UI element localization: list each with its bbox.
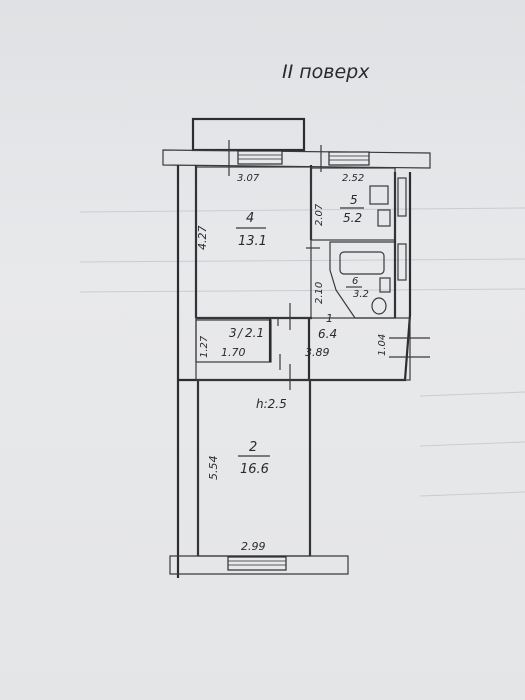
bottom-slab: [169, 555, 349, 575]
sink-kitchen: [377, 209, 391, 227]
dim-top-room5: 2.52: [342, 173, 364, 184]
outer-wall: [176, 165, 412, 578]
room-6-number: 6: [352, 276, 358, 287]
window-bottom: [227, 556, 287, 571]
dim-hall-w2: 3.89: [305, 346, 330, 359]
room-3-area: 2.1: [245, 326, 264, 340]
room-4-area: 13.1: [238, 234, 267, 249]
window-top-left: [237, 150, 283, 165]
room-5-number: 5: [350, 193, 358, 207]
room-5-outline: [310, 167, 396, 241]
wash-basin: [379, 277, 391, 293]
room-6-area: 3.2: [353, 289, 369, 300]
room-3-number: 3: [229, 326, 237, 340]
dim-room6-side: 2.10: [314, 282, 325, 304]
right-window-2: [397, 243, 407, 281]
floor-title: II поверх: [282, 61, 370, 83]
room-6-outline: [329, 241, 396, 319]
dim-left-room4: 4.27: [196, 226, 209, 251]
dim-top-room4: 3.07: [237, 173, 260, 184]
dim-hall-w1: 1.70: [221, 346, 246, 359]
window-top-right: [328, 151, 370, 166]
right-window-1: [397, 177, 407, 217]
room-1-number: 1: [326, 312, 333, 325]
dim-right-hall: 1.04: [377, 334, 388, 356]
dim-left-room2: 5.54: [207, 456, 220, 481]
room-1-area: 6.4: [318, 327, 337, 341]
balcony: [191, 117, 306, 152]
room-5-area: 5.2: [343, 211, 362, 225]
bathtub: [339, 251, 385, 275]
dim-left-hall: 1.27: [199, 335, 210, 358]
room-4-number: 4: [246, 211, 254, 226]
stove: [369, 185, 389, 205]
dim-room5-side: 2.07: [314, 203, 325, 226]
ceiling-height: h:2.5: [256, 397, 287, 411]
toilet: [371, 297, 387, 315]
room-2-area: 16.6: [240, 462, 269, 477]
paper-rules: [79, 207, 525, 497]
svg-text:/: /: [237, 326, 244, 340]
top-slab: [162, 149, 431, 169]
dim-bottom-room2: 2.99: [241, 540, 266, 553]
room-2-number: 2: [249, 440, 257, 455]
